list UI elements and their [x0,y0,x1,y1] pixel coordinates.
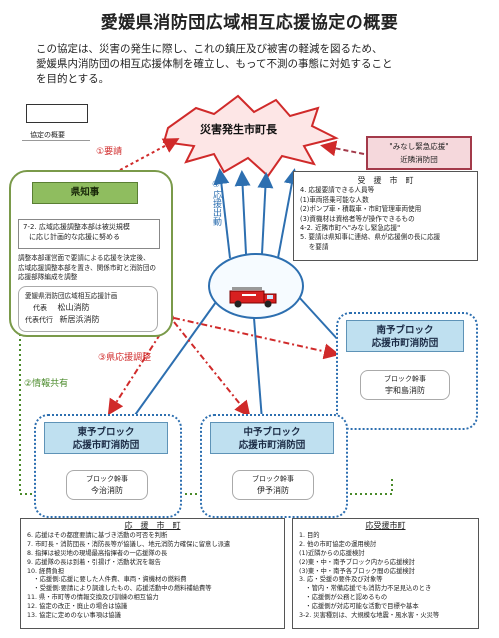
minashi-subtitle: 近隣消防団 [400,155,438,164]
disaster-burst [162,94,339,178]
supporting-line: 9. 応援隊の長は到着・引揚げ・活動状況を報告 [27,558,161,566]
intro-text: この協定は、災害の発生に際し、これの鎮圧及び被害の軽減を図るため、 愛媛県内消防… [36,42,476,87]
dispatch-line-1 [213,168,231,259]
receiving-title: 受 援 市 町 [357,176,414,185]
governor-header: 県知事 [32,182,138,204]
supporting-line: ・受援側:要請により調達したもの、応援活動中の燃料補給費等 [27,585,212,593]
description-line: 調整本部運営面で要請による応援を決定後、 [18,254,150,262]
plan-title: 愛媛県消防団広域相互応援計画 [25,292,118,300]
legend-divider [22,140,90,141]
toyo-name: 東予ブロック [77,427,135,438]
mutual-line: ・応援側が対応可能な活動で目標や基本 [299,603,419,611]
coordinator-name: 宇和島消防 [385,386,425,395]
fire-engine-group [208,253,304,319]
request-arrow [119,138,180,171]
supporting-line: 12. 協定の改正・廃止の場合は協議 [27,603,128,611]
supporting-line: 8. 指揮は被災地の現場最高指揮者の一応援隊の長 [27,549,168,557]
coordinator-name: 伊予消防 [257,486,289,495]
supporting-line: 6. 応援はその都度要請に基づき活動の可否を判断 [27,531,168,539]
mutual-line: 3-2. 災害種別は、大規模な地震・風水害・火災等 [299,612,440,620]
coordination-to-chuyo [173,321,251,418]
prefecture-description: 調整本部運営面で要請による応援を決定後、 広域応援調整本部を置き、関係市町と消防… [18,254,163,283]
receiving-line: (3)資機材は資格者等が操作できるもの [300,214,415,223]
receiving-line: 5. 要請は県知事に連絡、県が応援側の長に応援 [300,233,441,242]
prefecture-plan-box: 愛媛県消防団広域相互応援計画 代表 松山消防 代表代行 新居浜消防 [18,286,158,332]
policy-line: 7-2. 広域応援調整本部は被災規模 [23,223,130,231]
plan-name: 新居浜消防 [59,315,100,324]
supporting-line: 10. 経費負担 [27,567,65,575]
minashi-title: "みなし緊急応援" [389,142,449,151]
fire-truck-icon [229,287,277,308]
policy-line: に応じ計画的な応援に努める [29,233,120,241]
nanyo-name: 南予ブロック [376,325,434,336]
mutual-title: 応受援市町 [365,521,406,530]
description-line: 応援部隊編成を調整 [18,273,78,281]
prefecture-policy-box: 7-2. 広域応援調整本部は被災規模 に応じ計画的な応援に努める [18,219,160,249]
supporting-line: 11. 県・市町等の情報交換及び訓練の相互協力 [27,594,159,602]
supporting-line: ・応援側:応援に要した人件費、車両・資機材の燃料費 [27,576,187,584]
supporting-title: 応 援 市 町 [124,521,181,530]
description-line: 広域応援調整本部を置き、関係市町と消防団の [18,263,157,272]
mutual-line: ・管内・常備応援でも消防力不足見込のとき [299,585,432,593]
receiving-line: (2)ポンプ車・積載車・市町管理車両使用 [300,205,422,214]
coordinator-role: ブロック幹事 [384,375,426,383]
receiving-line: (1)車両搭乗可能な人数 [300,195,369,204]
nanyo-header: 南予ブロック 応援市町消防団 [346,320,464,352]
plan-role: 代表 [33,304,47,312]
nanyo-subname: 応援市町消防団 [371,338,439,349]
receiving-line: 4. 応援要請できる人員等 [300,186,375,195]
page-title: 愛媛県消防団広域相互応援協定の概要 [100,13,399,33]
coordination-to-toyo [107,321,169,416]
mutual-line: 1. 目的 [299,531,320,539]
legend-box [26,104,88,123]
mutual-municipality-box: 応受援市町 1. 目的 2. 他の市町協定の運用検討 (1)近隣からの応援検討 … [292,518,479,629]
dispatch-label: ④応援出動 [211,180,221,226]
mutual-line: 2. 他の市町協定の運用検討 [299,540,377,548]
minashi-box: "みなし緊急応援" 近隣消防団 [366,136,472,170]
supporting-line: 7. 市町長・消防団長・消防長等が協議し、地元消防力確保に留意し派遣 [27,540,231,548]
chuyo-name: 中予ブロック [243,427,301,438]
toyo-header: 東予ブロック 応援市町消防団 [44,422,168,454]
intro-line: を目的とする。 [36,73,110,85]
intro-line: 愛媛県内消防団の相互応援体制を確立し、もって不測の事態に対処すること [36,58,393,70]
mutual-line: (3)東・中・南予各ブロック間の応援検討 [299,567,415,575]
receiving-line: 4-2. 近隣市町へ"みなし緊急応援" [300,224,401,233]
request-label: ①要請 [96,147,123,157]
link-nanyo [297,295,341,343]
minashi-arrow [320,140,365,157]
mutual-line: (1)近隣からの応援検討 [299,549,365,557]
coordinator-name: 今治消防 [91,486,123,495]
receiving-municipality-box: 受 援 市 町 4. 応援要請できる人員等 (1)車両搭乗可能な人数 (2)ポン… [293,171,478,261]
dispatch-line-4 [277,168,300,259]
mutual-line: ・応援側が公務と認めるもの [299,594,388,602]
supporting-line: 13. 協定に定めのない事項は協議 [27,612,121,620]
chuyo-header: 中予ブロック 応援市町消防団 [210,422,334,454]
coordinator-role: ブロック幹事 [86,475,128,483]
dispatch-line-3 [257,172,274,255]
disaster-city-label: 災害発生市町長 [200,123,277,136]
legend-label: 協定の概要 [30,131,65,139]
plan-role: 代表代行 [25,316,53,324]
mutual-line: 3. 応・受援の要件及び対象等 [299,576,383,584]
toyo-coordinator: ブロック幹事 今治消防 [66,470,148,500]
dispatch-line-2 [234,170,251,255]
chuyo-subname: 応援市町消防団 [238,440,306,451]
receiving-line: を要請 [300,242,329,251]
intro-line: この協定は、災害の発生に際し、これの鎮圧及び被害の軽減を図るため、 [36,43,383,55]
chuyo-coordinator: ブロック幹事 伊予消防 [232,470,314,500]
coordinator-role: ブロック幹事 [252,475,294,483]
plan-name: 松山消防 [57,303,90,312]
info-share-label: ②情報共有 [24,379,69,389]
link-toyo [129,301,217,423]
supporting-municipality-box: 応 援 市 町 6. 応援はその都度要請に基づき活動の可否を判断 7. 市町長・… [20,518,285,629]
toyo-subname: 応援市町消防団 [72,440,140,451]
mutual-line: (2)東・中・南予ブロック内から応援検討 [299,558,415,566]
coordination-label: ③県応援調整 [98,353,152,363]
nanyo-coordinator: ブロック幹事 宇和島消防 [360,370,450,400]
link-chuyo [253,317,263,421]
